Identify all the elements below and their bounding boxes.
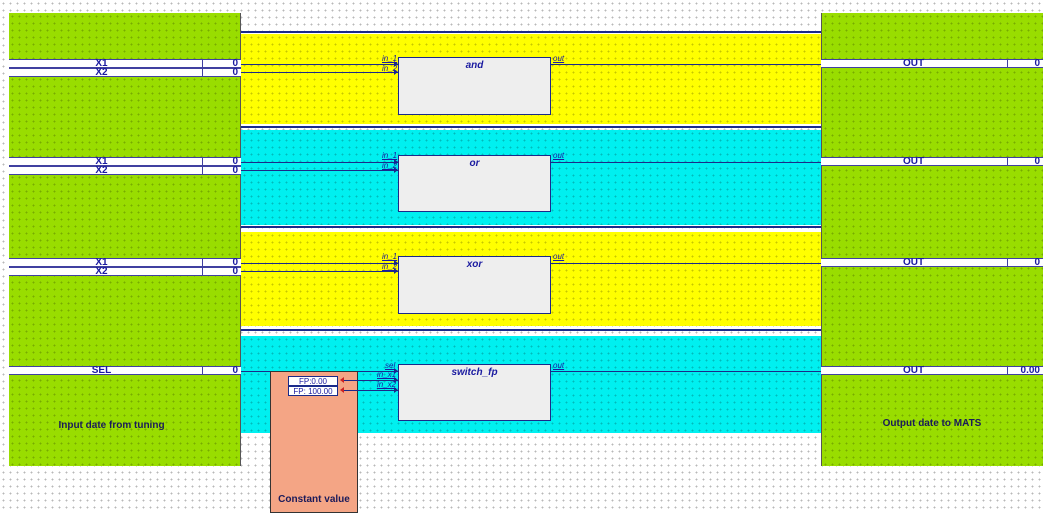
arrow-icon: [394, 368, 398, 374]
arrow-icon: [394, 260, 398, 266]
input-var-sel[interactable]: SEL 0: [9, 365, 241, 376]
var-name: X1: [95, 58, 108, 69]
constant-value-label: Constant value: [278, 494, 350, 505]
band-or: [241, 130, 821, 225]
block-title: or: [469, 158, 480, 169]
var-value[interactable]: 0: [202, 68, 241, 78]
input-var-x2-xor[interactable]: X2 0: [9, 266, 241, 277]
band-separator: [241, 31, 821, 33]
var-value[interactable]: 0: [202, 59, 241, 69]
pin-in-x1: in_x1: [377, 370, 397, 379]
block-title: switch_fp: [451, 367, 498, 378]
arrow-icon: [394, 159, 398, 165]
band-separator: [241, 329, 821, 331]
function-block-switch-fp[interactable]: switch_fp: [398, 364, 551, 421]
var-value[interactable]: 0: [202, 157, 241, 167]
input-var-x2-or[interactable]: X2 0: [9, 165, 241, 176]
var-name: OUT: [902, 58, 925, 69]
var-name: X2: [95, 266, 108, 277]
output-var-and[interactable]: OUT 0: [821, 58, 1043, 69]
var-value[interactable]: 0: [202, 267, 241, 277]
function-block-xor[interactable]: xor: [398, 256, 551, 314]
pin-in2: in_2: [382, 161, 398, 170]
pin-out: out: [553, 151, 565, 160]
pin-in2: in_2: [382, 262, 398, 271]
output-var-or[interactable]: OUT 0: [821, 156, 1043, 167]
arrow-icon: [394, 167, 398, 173]
input-var-x1-or[interactable]: X1 0: [9, 156, 241, 167]
input-panel: [9, 13, 241, 466]
function-block-or[interactable]: or: [398, 155, 551, 212]
wire: [241, 72, 398, 73]
var-name: OUT: [902, 365, 925, 376]
var-value[interactable]: 0: [202, 166, 241, 176]
output-var-switch[interactable]: OUT 0.00: [821, 365, 1043, 376]
arrow-icon: [394, 61, 398, 67]
pin-sel: sel: [385, 361, 396, 370]
var-value[interactable]: 0: [1007, 157, 1043, 167]
pin-out: out: [553, 361, 565, 370]
function-block-and[interactable]: and: [398, 57, 551, 115]
connector-icon: [340, 387, 344, 393]
wire: [344, 380, 398, 381]
pin-in1: in_1: [382, 151, 398, 160]
wire: [241, 64, 398, 65]
pin-out: out: [553, 252, 565, 261]
band-separator: [241, 226, 821, 228]
wire: [241, 271, 398, 272]
arrow-icon: [394, 387, 398, 393]
block-title: xor: [466, 259, 483, 270]
output-var-xor[interactable]: OUT 0: [821, 257, 1043, 268]
output-panel-label: Output date to MATS: [882, 418, 982, 429]
arrow-icon: [394, 268, 398, 274]
input-var-x1-and[interactable]: X1 0: [9, 58, 241, 69]
wire: [551, 263, 821, 264]
var-value[interactable]: 0: [202, 366, 241, 376]
var-name: X1: [95, 156, 108, 167]
wire: [551, 162, 821, 163]
var-name: X2: [95, 67, 108, 78]
var-name: SEL: [91, 365, 112, 376]
pin-in1: in_1: [382, 252, 398, 261]
wire: [241, 263, 398, 264]
pin-out: out: [553, 54, 565, 63]
input-var-x2-and[interactable]: X2 0: [9, 67, 241, 78]
constant-fp-0[interactable]: FP:0.00: [288, 376, 338, 386]
connector-icon: [340, 377, 344, 383]
wire: [551, 371, 821, 372]
var-value[interactable]: 0: [1007, 59, 1043, 69]
input-var-x1-xor[interactable]: X1 0: [9, 257, 241, 268]
var-value[interactable]: 0: [202, 258, 241, 268]
pin-in-x2: in_x2: [377, 380, 397, 389]
wire: [551, 64, 821, 65]
wire: [241, 162, 398, 163]
var-name: X2: [95, 165, 108, 176]
arrow-icon: [394, 69, 398, 75]
wire: [241, 170, 398, 171]
wire: [344, 390, 398, 391]
constant-fp-100[interactable]: FP: 100.00: [288, 386, 338, 396]
arrow-icon: [394, 377, 398, 383]
var-name: X1: [95, 257, 108, 268]
var-name: OUT: [902, 257, 925, 268]
pin-in2: in_2: [382, 64, 398, 73]
band-separator: [241, 126, 821, 128]
var-value[interactable]: 0.00: [1007, 366, 1043, 376]
var-name: OUT: [902, 156, 925, 167]
pin-in1: in_1: [382, 54, 398, 63]
input-panel-label: Input date from tuning: [58, 420, 165, 431]
var-value[interactable]: 0: [1007, 258, 1043, 268]
output-panel: [821, 13, 1043, 466]
block-title: and: [465, 60, 484, 71]
